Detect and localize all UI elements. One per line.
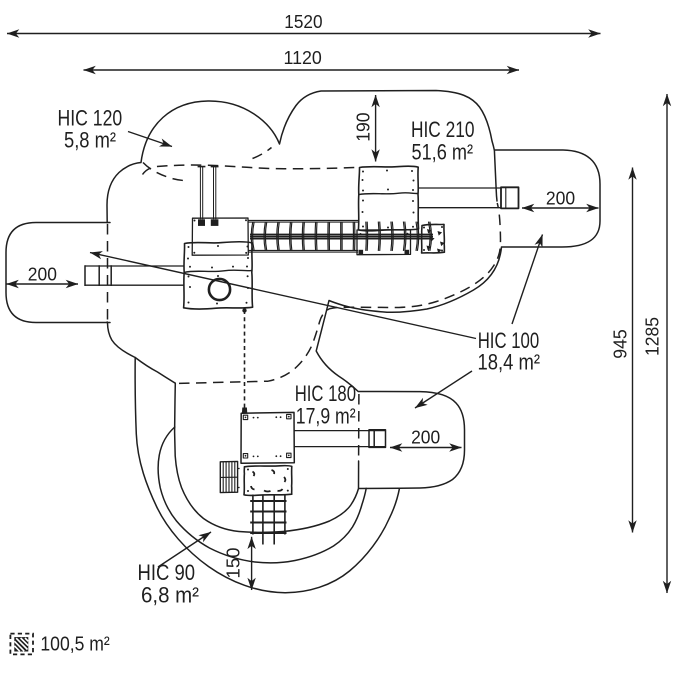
svg-text:190: 190 (354, 112, 374, 141)
svg-text:945: 945 (611, 329, 631, 359)
svg-text:1520: 1520 (284, 12, 322, 32)
svg-text:HIC 120: HIC 120 (58, 106, 123, 131)
svg-text:200: 200 (411, 428, 440, 448)
svg-text:HIC 100: HIC 100 (478, 328, 540, 353)
svg-text:17,9 m²: 17,9 m² (296, 404, 356, 429)
svg-text:51,6 m²: 51,6 m² (412, 140, 474, 165)
svg-text:100,5 m²: 100,5 m² (40, 634, 110, 656)
svg-text:HIC 90: HIC 90 (138, 560, 196, 585)
svg-text:1285: 1285 (643, 317, 663, 356)
svg-text:1120: 1120 (284, 48, 322, 68)
svg-text:5,8 m²: 5,8 m² (64, 128, 116, 153)
svg-text:150: 150 (224, 548, 244, 579)
svg-text:HIC 210: HIC 210 (411, 117, 475, 142)
svg-text:200: 200 (546, 189, 575, 209)
svg-text:18,4 m²: 18,4 m² (478, 350, 541, 375)
svg-text:HIC 180: HIC 180 (295, 381, 356, 406)
svg-text:6,8 m²: 6,8 m² (141, 583, 199, 608)
svg-text:200: 200 (28, 265, 57, 285)
